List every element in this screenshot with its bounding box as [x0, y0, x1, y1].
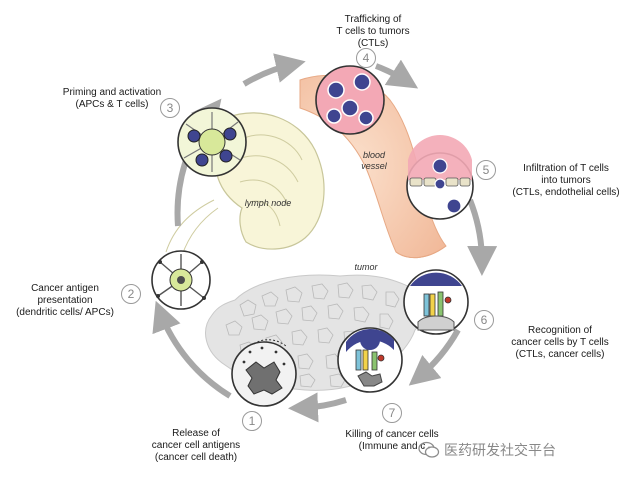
- step-1-line-1: Release of: [172, 428, 220, 439]
- step-7-label: Killing of cancer cells (Immune and c: [330, 429, 454, 453]
- step-number-4: 4: [356, 48, 376, 68]
- step-2-line-1: Cancer antigen: [31, 283, 99, 294]
- step-5-line-1: Infiltration of T cells: [523, 163, 609, 174]
- step-3-line-2: (APCs & T cells): [75, 99, 149, 110]
- watermark-text: 医药研发社交平台: [444, 443, 556, 459]
- step-5-line-3: (CTLs, endothelial cells): [512, 187, 620, 198]
- step-5-label: Infiltration of T cells into tumors (CTL…: [496, 163, 636, 199]
- step-5-infiltration-illustration: [406, 135, 474, 220]
- step-5-line-2: into tumors: [541, 175, 591, 186]
- step-2-label: Cancer antigen presentation (dendritic c…: [6, 283, 124, 319]
- blood-vessel-label: blood vessel: [354, 150, 394, 172]
- wechat-icon: [418, 441, 440, 458]
- step-7-line-1: Killing of cancer cells: [345, 429, 439, 440]
- step-3-priming-illustration: [177, 107, 247, 177]
- step-2-line-3: (dendritic cells/ APCs): [16, 307, 114, 318]
- step-1-line-3: (cancer cell death): [154, 452, 238, 463]
- step-7-line-2: (Immune and c: [358, 441, 426, 452]
- step-6-line-1: Recognition of: [528, 325, 592, 336]
- step-number-7: 7: [382, 403, 402, 423]
- step-4-label: Trafficking of T cells to tumors (CTLs): [318, 14, 428, 50]
- step-number-6: 6: [474, 310, 494, 330]
- step-6-recognition-illustration: [403, 269, 469, 335]
- tumor-label: tumor: [354, 262, 378, 272]
- step-3-line-1: Priming and activation: [62, 87, 162, 98]
- step-4-line-1: Trafficking of: [344, 14, 402, 25]
- step-1-line-2: cancer cell antigens: [151, 440, 241, 451]
- step-6-label: Recognition of cancer cells by T cells (…: [494, 325, 626, 361]
- step-1-label: Release of cancer cell antigens (cancer …: [126, 428, 266, 464]
- watermark: 医药研发社交平台: [418, 440, 556, 460]
- step-4-line-3: (CTLs): [357, 38, 389, 49]
- blood-vessel-label-line-2: vessel: [361, 161, 387, 171]
- step-1-cancer-cell-death-illustration: [231, 339, 297, 407]
- step-2-dendritic-cell-illustration: [151, 250, 211, 310]
- step-3-label: Priming and activation (APCs & T cells): [56, 87, 168, 111]
- step-2-line-2: presentation: [37, 295, 93, 306]
- step-number-5: 5: [476, 160, 496, 180]
- step-number-1: 1: [242, 411, 262, 431]
- step-6-line-2: cancer cells by T cells: [511, 337, 609, 348]
- step-4-trafficking-illustration: [315, 65, 385, 135]
- step-4-line-2: T cells to tumors: [336, 26, 410, 37]
- blood-vessel-label-line-1: blood: [362, 150, 386, 160]
- step-number-3: 3: [160, 98, 180, 118]
- step-7-killing-illustration: [337, 327, 403, 393]
- lymph-node-label: lymph node: [244, 198, 292, 208]
- step-number-2: 2: [121, 284, 141, 304]
- step-6-line-3: (CTLs, cancer cells): [515, 349, 605, 360]
